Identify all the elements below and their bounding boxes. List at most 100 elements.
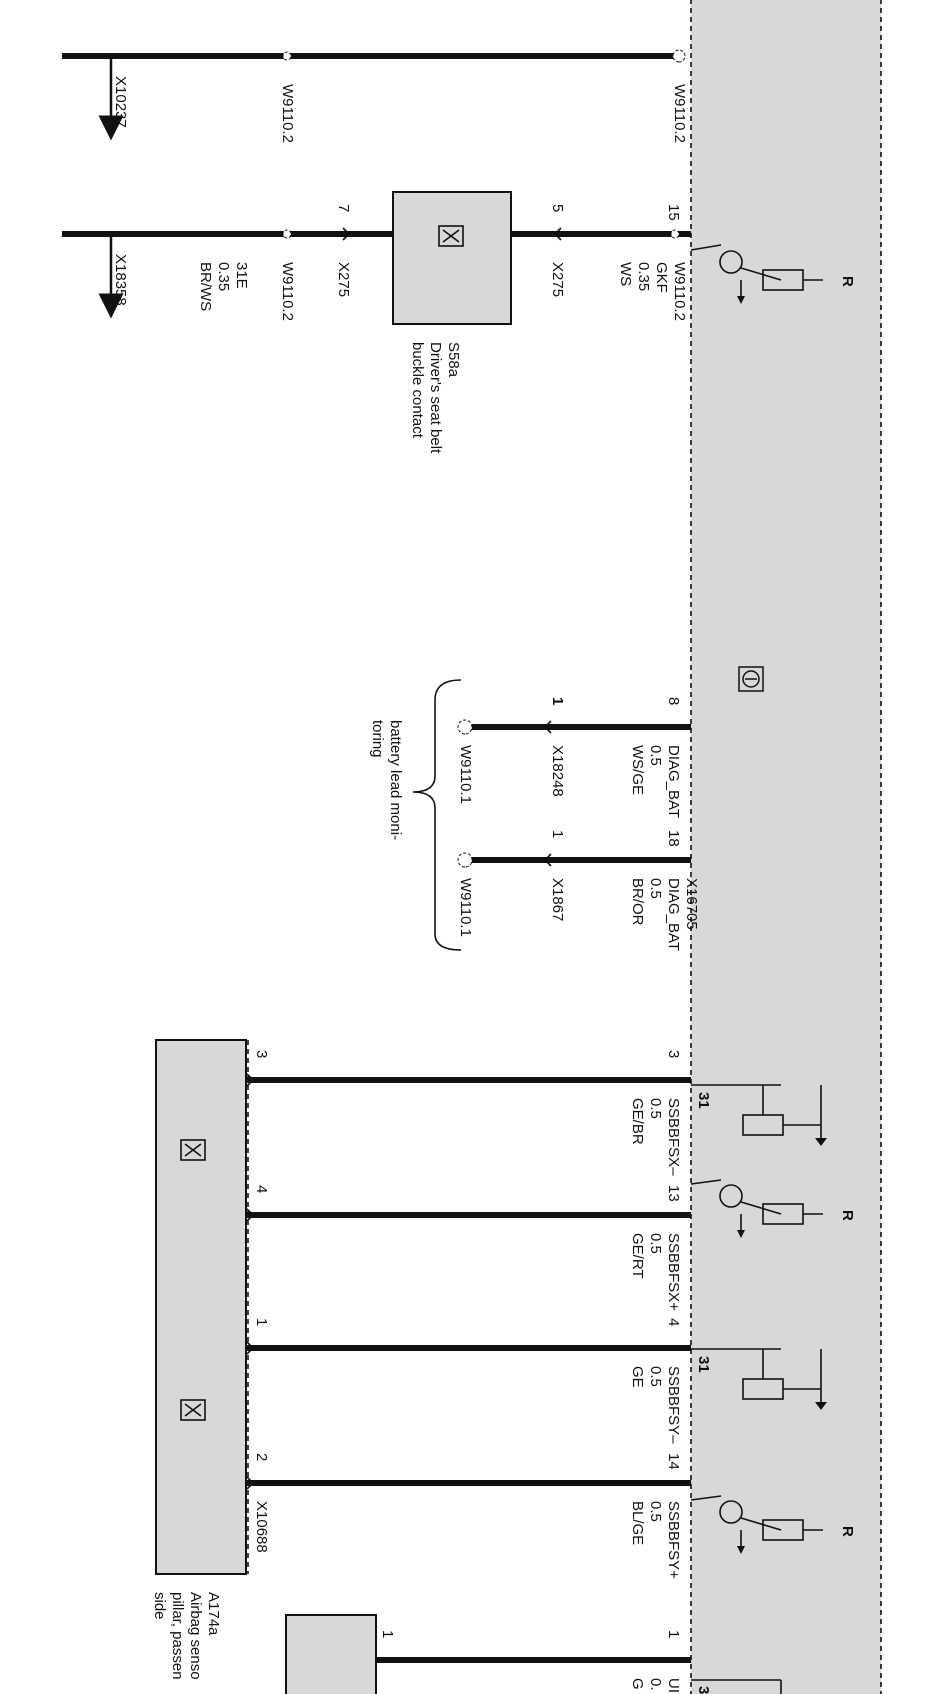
- wire-gkf-size: 0.35: [635, 262, 652, 291]
- pin-15: 15: [665, 204, 682, 221]
- wire-ssbbfsx-plus-name: SSBBFSX+: [665, 1233, 682, 1311]
- ground-label-31-c: 31: [695, 1686, 712, 1694]
- label-x1867: X1867: [549, 878, 566, 921]
- wire-ssbbfsy-plus-name: SSBBFSY+: [665, 1501, 682, 1579]
- label-w9110-2-d: W9110.2: [279, 262, 296, 321]
- pin-4-sensor: 4: [253, 1185, 270, 1193]
- connector-x275-left: [342, 227, 351, 241]
- splice-w9110-2-c-dot: [670, 229, 680, 239]
- wire-ssbbfsx-plus-color: GE/RT: [629, 1233, 646, 1279]
- resistor-label-R2: R: [839, 1210, 856, 1221]
- a174a-id: A174a: [205, 1592, 222, 1636]
- wire-partial-size: 0.: [647, 1678, 664, 1691]
- pin-13: 13: [665, 1185, 682, 1202]
- ground-resistor-partial: [691, 1679, 782, 1694]
- s58a-component-box: [392, 191, 512, 325]
- wire-31e-color: BR/WS: [197, 262, 214, 311]
- label-x275-right: X275: [549, 262, 566, 297]
- splice-w9110-2-d-dot: [282, 229, 292, 239]
- a174a-name-line-1: Airbag senso: [187, 1592, 204, 1680]
- wire-gkf-color: WS: [617, 262, 634, 286]
- s58a-name-line-1: Driver's seat belt: [427, 342, 444, 454]
- connector-x10688-pin1: [246, 1341, 255, 1355]
- a174a-name-line-2: pillar, passen: [169, 1592, 186, 1680]
- connector-x18248: [543, 720, 552, 734]
- resistor-label-R3: R: [839, 1526, 856, 1537]
- label-x18248: X18248: [549, 745, 566, 797]
- transistor-symbol-15: [690, 244, 823, 304]
- label-x275-left: X275: [335, 262, 352, 297]
- wire-partial-name: UI: [665, 1678, 682, 1693]
- control-unit-housing: [691, 0, 881, 1694]
- wire-ssbbfsy-plus-size: 0.5: [647, 1501, 664, 1522]
- connector-x10688-pin2: [246, 1476, 255, 1490]
- pin-3-cu: 3: [665, 1050, 682, 1058]
- switch-symbol-a174a-1: [180, 1139, 206, 1161]
- wire-partial-color: G: [629, 1678, 646, 1690]
- s58a-name-line-2: buckle contact: [409, 342, 426, 439]
- pin-1-x1867: 1: [549, 830, 566, 838]
- connector-x1867: [543, 853, 552, 867]
- wire-ssbbfsy-minus-color: GE: [629, 1366, 646, 1388]
- wire-ssbbfsx-plus-size: 0.5: [647, 1233, 664, 1254]
- s58a-id: S58a: [445, 342, 462, 378]
- wire-31e-name: 31E: [233, 262, 250, 289]
- label-w9110-2-b: W9110.2: [279, 84, 296, 143]
- wire-ssbbfsx-minus-color: GE/BR: [629, 1098, 646, 1145]
- wire-gkf-name: GKF: [653, 262, 670, 293]
- wire-ssbbfsy-plus-color: BL/GE: [629, 1501, 646, 1545]
- pin-1-x18248: 1: [549, 697, 566, 705]
- wire-ssbbfsy-minus-name: SSBBFSY–: [665, 1366, 682, 1444]
- splice-w9110-2-b-dot: [282, 51, 292, 61]
- wire-diag-bat-1-name: DIAG_BAT: [665, 745, 682, 818]
- pin-18: 18: [665, 830, 682, 847]
- wire-diag-bat-2-size: 0.5: [647, 878, 664, 899]
- wire-ssbbfsx-minus-name: SSBBFSX–: [665, 1098, 682, 1176]
- ground-resistor-3: [691, 1084, 827, 1146]
- pin-5: 5: [549, 204, 566, 212]
- battery-note-line-2: toring: [369, 720, 386, 758]
- ground-resistor-4: [691, 1348, 827, 1410]
- wire-31e-size: 0.35: [215, 262, 232, 291]
- wire-ssbbfsx-minus-size: 0.5: [647, 1098, 664, 1119]
- label-w9110-1-a: W9110.1: [457, 745, 474, 804]
- ground-label-31-b: 31: [695, 1356, 712, 1373]
- label-x18358: X18358: [112, 254, 129, 306]
- pin-8: 8: [665, 697, 682, 705]
- label-w9110-2-c: W9110.2: [671, 262, 688, 321]
- connector-x10688-pin4: [246, 1208, 255, 1222]
- label-x16705: X16705: [683, 878, 700, 930]
- splice-w9110-2-a-dot: [672, 49, 686, 63]
- pin-1-partial-cu: 1: [665, 1630, 682, 1638]
- a174a-component-box: [155, 1039, 247, 1575]
- pin-4-cu: 4: [665, 1318, 682, 1326]
- wire-diag-bat-1-color: WS/GE: [629, 745, 646, 795]
- splice-w9110-1-b-dot: [457, 852, 473, 868]
- pin-3-sensor: 3: [253, 1050, 270, 1058]
- battery-note-line-1: battery lead moni-: [387, 720, 404, 840]
- label-x10688: X10688: [253, 1501, 270, 1553]
- connector-x10688-pin3: [246, 1073, 255, 1087]
- switch-symbol-a174a-2: [180, 1399, 206, 1421]
- label-w9110-2-a: W9110.2: [671, 84, 688, 143]
- label-x10237: X10237: [112, 76, 129, 128]
- pin-7: 7: [335, 204, 352, 212]
- wire-diag-bat-1-size: 0.5: [647, 745, 664, 766]
- wire-diag-bat-2-color: BR/OR: [629, 878, 646, 926]
- wire-diag-bat-2-name: DIAG_BAT: [665, 878, 682, 951]
- pin-2-sensor: 2: [253, 1453, 270, 1461]
- transistor-symbol-14: [690, 1495, 823, 1554]
- wire-ssbbfsy-minus-size: 0.5: [647, 1366, 664, 1387]
- splice-w9110-1-a-dot: [457, 719, 473, 735]
- pin-1-partial-box: 1: [379, 1630, 396, 1638]
- ground-label-31-a: 31: [695, 1092, 712, 1109]
- switch-symbol-s58a: [438, 225, 464, 247]
- label-w9110-1-b: W9110.1: [457, 878, 474, 937]
- connector-x275-right: [553, 227, 562, 241]
- pin-14: 14: [665, 1453, 682, 1470]
- pin-1-sensor: 1: [253, 1318, 270, 1326]
- transistor-symbol-13: [690, 1179, 823, 1238]
- control-unit-symbol: [738, 666, 764, 692]
- partial-component-box: [285, 1614, 377, 1694]
